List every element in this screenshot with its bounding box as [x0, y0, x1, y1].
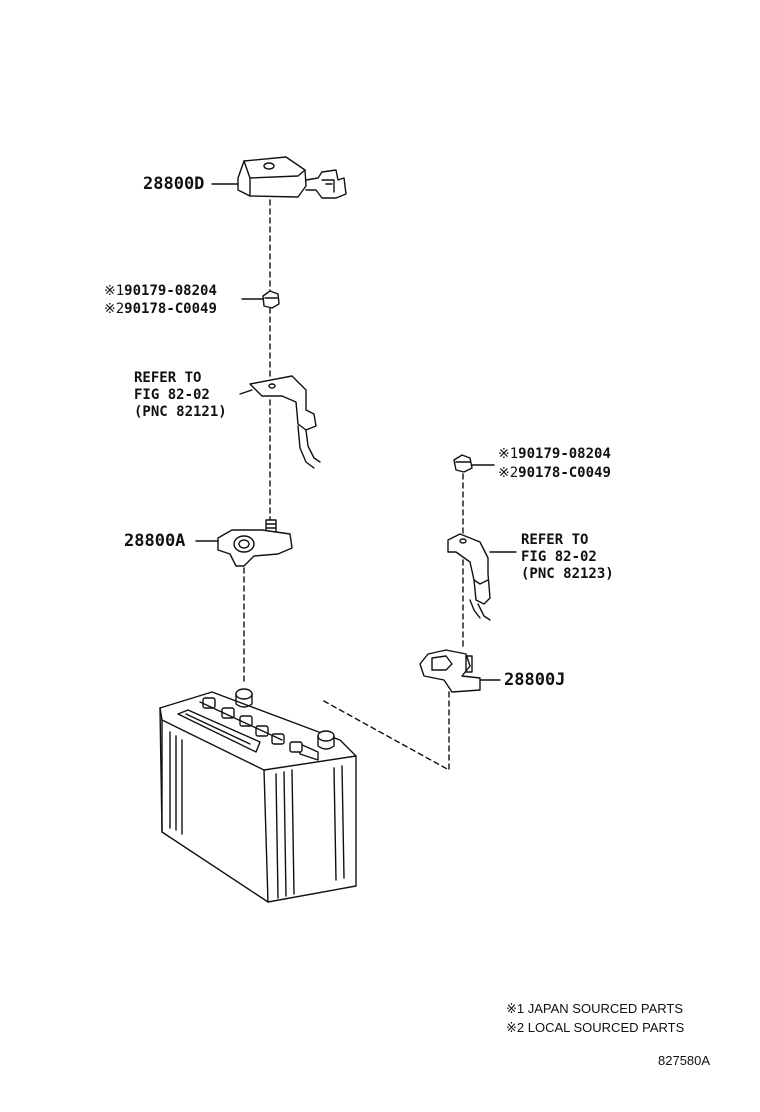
terminal-cover-drawing: [211, 156, 347, 199]
reference-line-1: REFER TO: [134, 370, 202, 386]
nut-right-japan-line: ※190179-08204: [498, 447, 611, 461]
part-number-positive-terminal: 28800A: [124, 531, 186, 551]
part-number-terminal-cover: 28800D: [143, 174, 205, 194]
assembly-line-battery-neg: [321, 691, 450, 771]
reference-line-3: (PNC 82123): [521, 566, 614, 582]
part-number-nut-local: 90178-C0049: [518, 465, 611, 481]
part-number-negative-terminal: 28800J: [504, 670, 566, 690]
nut-upper-local-line: ※290178-C0049: [104, 302, 217, 316]
part-number-nut-japan: 90179-08204: [518, 446, 611, 462]
legend-local-sourced: ※2 LOCAL SOURCED PARTS: [506, 1020, 685, 1035]
positive-terminal-drawing: [195, 529, 293, 567]
bracket-upper-drawing: [239, 375, 321, 469]
reference-line-2: FIG 82-02: [521, 549, 597, 565]
reference-line-3: (PNC 82121): [134, 404, 227, 420]
japan-mark: ※1: [498, 446, 519, 462]
japan-mark: ※1: [104, 283, 125, 299]
negative-terminal-drawing: [419, 649, 501, 693]
bracket-right-drawing: [447, 533, 517, 621]
local-mark: ※2: [104, 301, 125, 317]
reference-line-1: REFER TO: [521, 532, 589, 548]
part-number-nut-japan: 90179-08204: [124, 283, 217, 299]
nut-upper-drawing: [241, 290, 280, 309]
legend-japan-sourced: ※1 JAPAN SOURCED PARTS: [506, 1001, 684, 1016]
battery-drawing: [159, 688, 357, 903]
figure-id: 827580A: [658, 1053, 711, 1068]
reference-note-right: REFER TO FIG 82-02 (PNC 82123): [521, 532, 614, 583]
nut-right-drawing: [453, 454, 495, 473]
nut-upper-japan-line: ※190179-08204: [104, 284, 217, 298]
reference-line-2: FIG 82-02: [134, 387, 210, 403]
reference-note-upper: REFER TO FIG 82-02 (PNC 82121): [134, 370, 227, 421]
nut-right-local-line: ※290178-C0049: [498, 466, 611, 480]
part-number-nut-local: 90178-C0049: [124, 301, 217, 317]
local-mark: ※2: [498, 465, 519, 481]
